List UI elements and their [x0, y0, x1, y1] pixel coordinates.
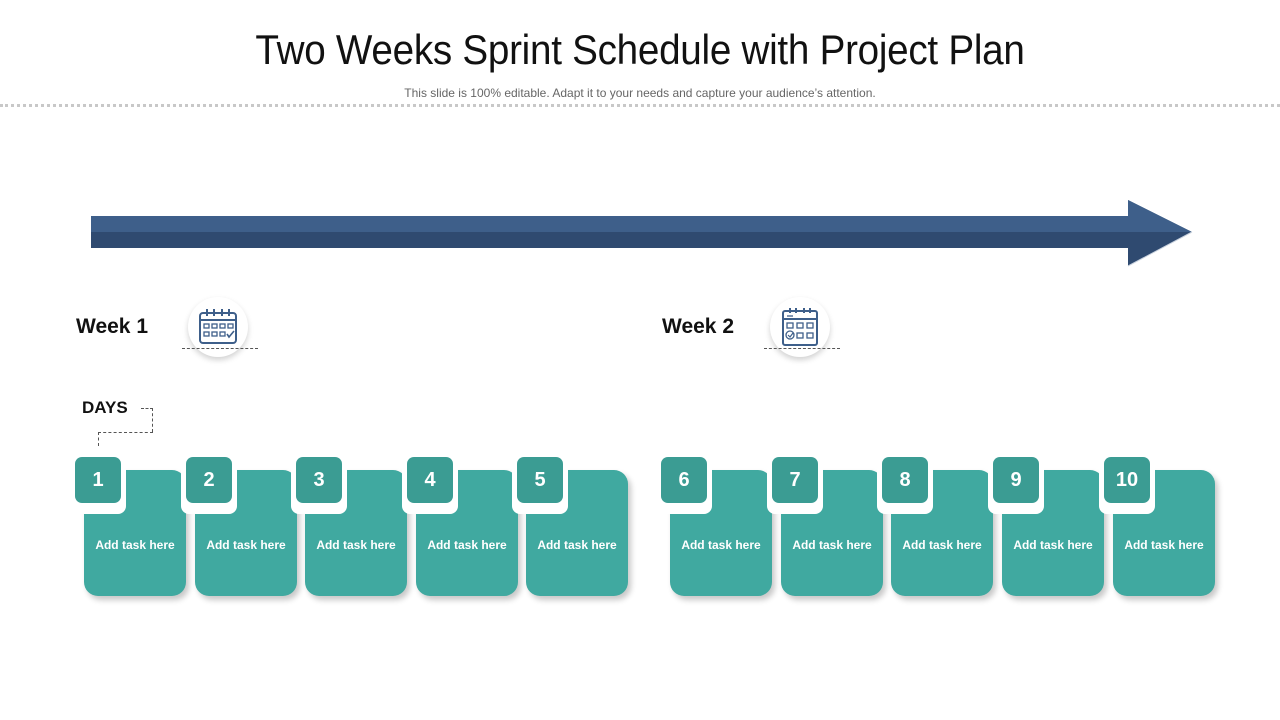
days-label: DAYS — [82, 398, 128, 417]
week-1-label: Week 1 — [76, 315, 148, 338]
days-connector-top — [141, 408, 153, 409]
day-number-badge: 6 — [661, 457, 707, 503]
day-task-text: Add task here — [206, 538, 286, 552]
day-task-text: Add task here — [95, 538, 175, 552]
day-number-badge: 3 — [296, 457, 342, 503]
day-task-text: Add task here — [316, 538, 396, 552]
days-connector-tail — [98, 432, 99, 446]
week-2-label: Week 2 — [662, 315, 734, 338]
day-task-text: Add task here — [792, 538, 872, 552]
day-number-badge: 4 — [407, 457, 453, 503]
day-number-badge: 10 — [1104, 457, 1150, 503]
day-number-badge: 8 — [882, 457, 928, 503]
week-2-icon-circle — [770, 297, 830, 357]
day-number-badge: 5 — [517, 457, 563, 503]
day-task-text: Add task here — [427, 538, 507, 552]
day-task-text: Add task here — [537, 538, 617, 552]
day-number-badge: 7 — [772, 457, 818, 503]
day-task-text: Add task here — [1124, 538, 1204, 552]
day-number-badge: 9 — [993, 457, 1039, 503]
week-2-underline — [764, 348, 840, 349]
day-task-text: Add task here — [902, 538, 982, 552]
week-1-icon-circle — [188, 297, 248, 357]
day-card-2: Add task here — [195, 470, 297, 596]
day-number-badge: 1 — [75, 457, 121, 503]
timeline-arrow-shadow — [91, 200, 1192, 266]
days-connector-bottom — [98, 432, 153, 433]
header-divider — [0, 104, 1280, 107]
timeline-arrow-edge — [1127, 231, 1193, 267]
day-task-text: Add task here — [1013, 538, 1093, 552]
day-task-text: Add task here — [681, 538, 761, 552]
week-1-underline — [182, 348, 258, 349]
page-title: Two Weeks Sprint Schedule with Project P… — [255, 26, 1025, 73]
page-subtitle: This slide is 100% editable. Adapt it to… — [404, 86, 876, 100]
calendar-schedule-icon — [782, 308, 818, 346]
timeline-arrow-highlight — [91, 200, 1192, 232]
day-number-badge: 2 — [186, 457, 232, 503]
calendar-check-icon — [199, 309, 237, 344]
days-connector-side — [152, 408, 153, 432]
